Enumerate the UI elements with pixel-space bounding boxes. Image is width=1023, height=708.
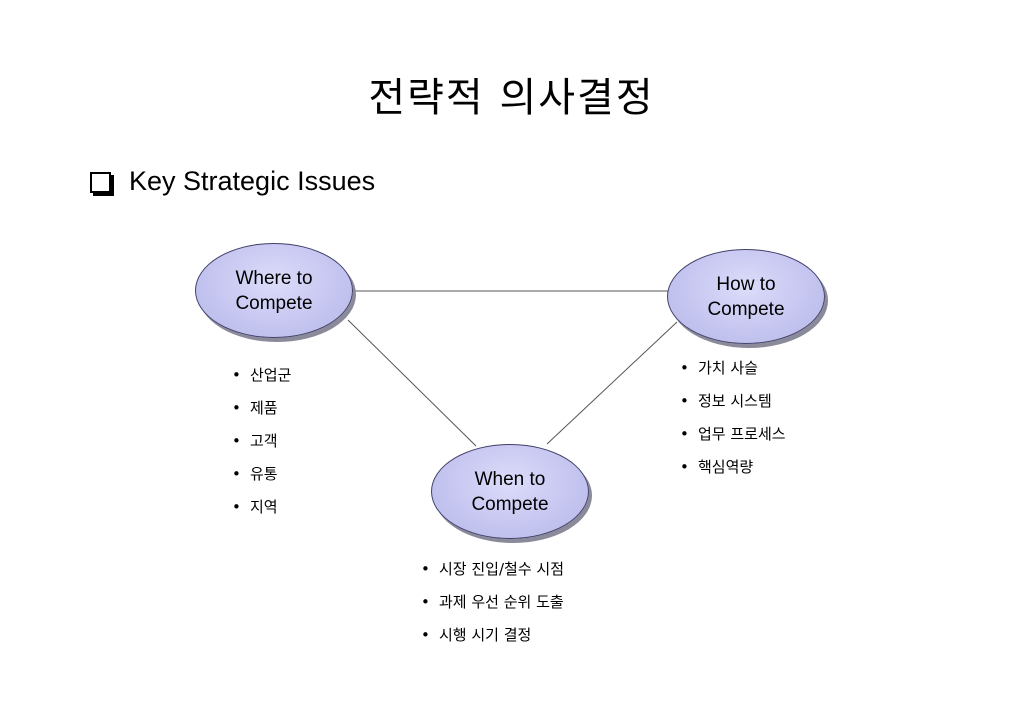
list-item: •시장 진입/철수 시점 — [421, 560, 564, 578]
connector-where-when — [347, 319, 477, 447]
when-items-list: •시장 진입/철수 시점 •과제 우선 순위 도출 •시행 시기 결정 — [421, 560, 564, 659]
how-to-compete-node: How to Compete — [667, 249, 825, 344]
list-item: •지역 — [232, 498, 278, 516]
section-heading-text: Key Strategic Issues — [129, 166, 376, 196]
list-item: •과제 우선 순위 도출 — [421, 593, 564, 611]
list-item: •가치 사슬 — [680, 359, 758, 377]
list-item: •산업군 — [232, 366, 292, 384]
list-item: •제품 — [232, 399, 278, 417]
list-item: •정보 시스템 — [680, 392, 772, 410]
page-title: 전략적 의사결정 — [368, 74, 655, 121]
list-item: •핵심역량 — [680, 458, 754, 476]
list-item: •고객 — [232, 432, 278, 450]
connector-how-when — [546, 321, 678, 445]
list-item: •유통 — [232, 465, 278, 483]
list-item: •시행 시기 결정 — [421, 626, 532, 644]
list-item: •업무 프로세스 — [680, 425, 786, 443]
checkbox-icon — [90, 172, 111, 193]
where-items-list: •산업군 •제품 •고객 •유통 •지역 — [232, 366, 291, 531]
section-heading: Key Strategic Issues — [90, 166, 375, 197]
where-to-compete-node: Where to Compete — [195, 243, 353, 338]
when-to-compete-label: When to Compete — [471, 468, 549, 515]
how-to-compete-label: How to Compete — [707, 273, 785, 320]
when-to-compete-node: When to Compete — [431, 444, 589, 539]
where-to-compete-label: Where to Compete — [235, 267, 313, 314]
how-items-list: •가치 사슬 •정보 시스템 •업무 프로세스 •핵심역량 — [680, 359, 786, 491]
